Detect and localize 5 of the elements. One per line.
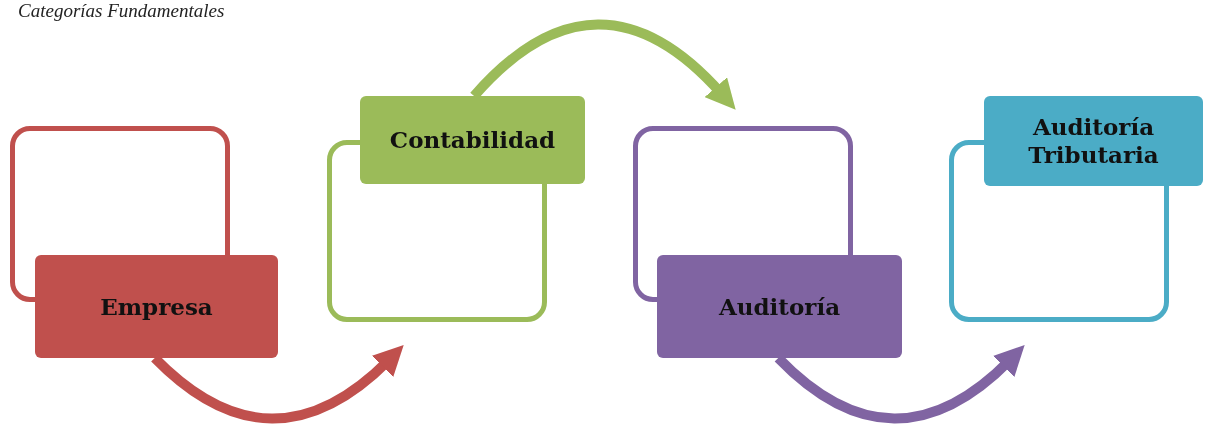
label-box: Auditoría Tributaria	[984, 96, 1203, 186]
diagram-title: Categorías Fundamentales	[18, 0, 225, 22]
label-box: Contabilidad	[360, 96, 585, 184]
label-box: Auditoría	[657, 255, 902, 358]
label-box: Empresa	[35, 255, 278, 358]
